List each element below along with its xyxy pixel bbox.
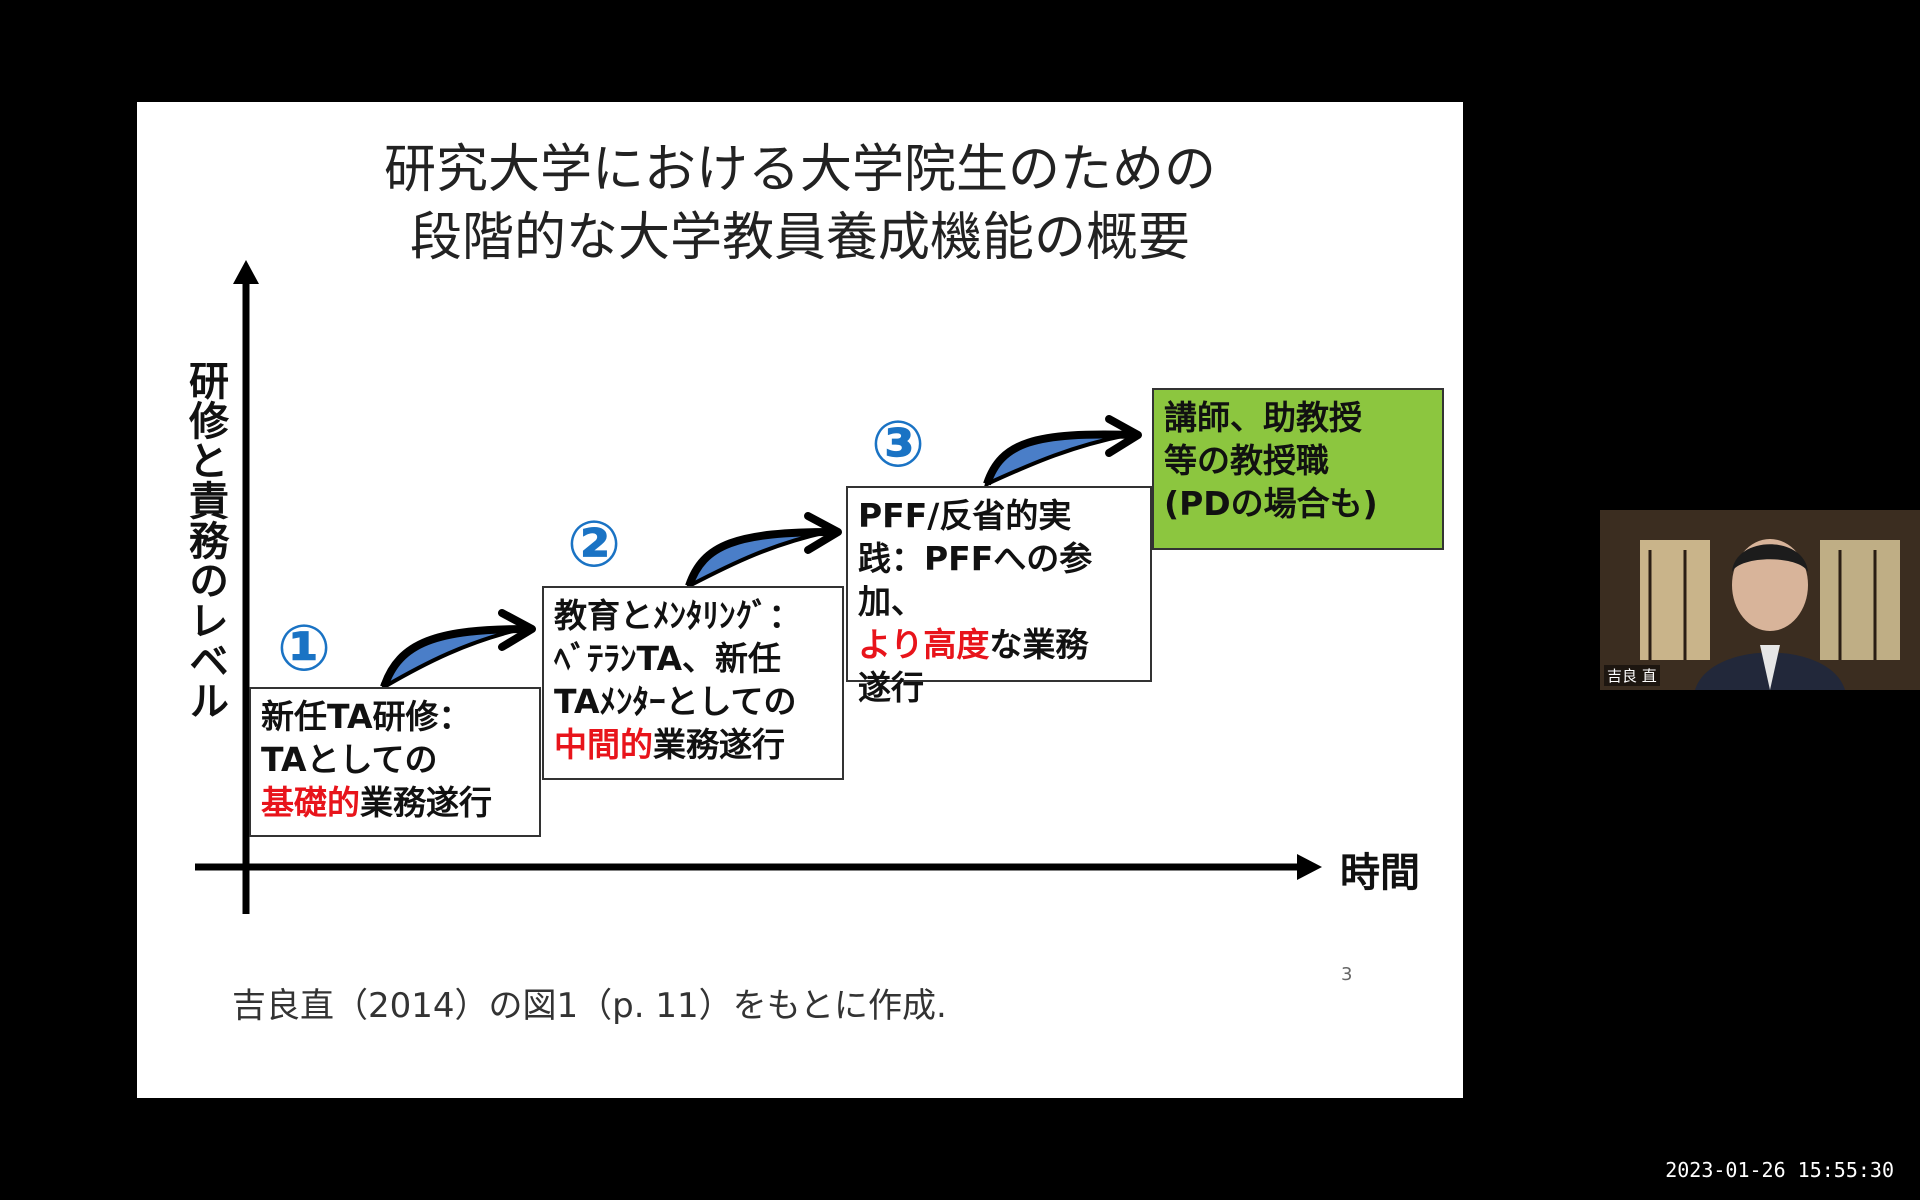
step-box-1: 新任TA研修： TAとしての 基礎的業務遂行 <box>249 687 541 837</box>
step1-rest: 業務遂行 <box>360 783 492 822</box>
goal-line2: 等の教授職 <box>1164 441 1329 480</box>
step-number-1: ① <box>277 612 332 686</box>
slide-title-line2: 段階的な大学教員養成機能の概要 <box>409 208 1190 268</box>
step3-highlight: より高度 <box>858 625 990 664</box>
step3-line2: 践：PFFへの参加、 <box>858 539 1093 621</box>
step-box-3: PFF/反省的実 践：PFFへの参加、 より高度な業務 遂行 <box>846 486 1152 707</box>
step3-line4: 遂行 <box>858 668 924 707</box>
participant-name: 吉良 直 <box>1604 665 1660 686</box>
y-axis-arrowhead <box>233 260 259 284</box>
step2-line3: TAﾒﾝﾀｰとしての <box>554 682 797 721</box>
step2-line1: 教育とﾒﾝﾀﾘﾝｸﾞ： <box>554 596 802 635</box>
step-arrow-1 <box>380 609 536 692</box>
step3-line3: より高度な業務 <box>858 623 1140 666</box>
step1-line3: 基礎的業務遂行 <box>261 781 529 824</box>
step-box-2: 教育とﾒﾝﾀﾘﾝｸﾞ： ﾍﾞﾃﾗﾝTA、新任 TAﾒﾝﾀｰとしての 中間的業務遂… <box>542 586 844 780</box>
citation-footer: 吉良直（2014）の図1（p. 11）をもとに作成. <box>232 986 947 1026</box>
recording-timestamp: 2023-01-26 15:55:30 <box>1665 1158 1894 1182</box>
step3-rest: な業務 <box>989 625 1089 664</box>
participant-video-image <box>1600 510 1920 690</box>
goal-line1: 講師、助教授 <box>1164 398 1362 437</box>
page-number: 3 <box>1341 964 1353 985</box>
slide-title-line1: 研究大学における大学院生のための <box>383 140 1216 200</box>
step2-highlight: 中間的 <box>554 725 653 764</box>
step2-line4: 中間的業務遂行 <box>554 723 832 766</box>
step3-line1: PFF/反省的実 <box>858 496 1072 535</box>
goal-line3: (PDの場合も) <box>1164 484 1378 523</box>
presentation-slide: 研究大学における大学院生のための 段階的な大学教員養成機能の概要 研修と責務のレ… <box>137 102 1463 1098</box>
step1-line1: 新任TA研修： <box>261 697 472 736</box>
step-number-3: ③ <box>871 408 926 482</box>
goal-box: 講師、助教授 等の教授職 (PDの場合も) <box>1152 388 1444 550</box>
step-number-2: ② <box>567 508 622 582</box>
step1-highlight: 基礎的 <box>261 783 360 822</box>
participant-video-tile[interactable]: 吉良 直 <box>1600 510 1920 690</box>
x-axis-label: 時間 <box>1340 850 1420 896</box>
x-axis-arrowhead <box>1297 854 1322 880</box>
diagram-canvas <box>195 260 1322 914</box>
step2-line2: ﾍﾞﾃﾗﾝTA、新任 <box>554 639 781 678</box>
step2-rest: 業務遂行 <box>653 725 785 764</box>
y-axis-label: 研修と責務のレベル <box>182 360 228 720</box>
step-arrow-3 <box>983 415 1142 488</box>
step1-line2: TAとしての <box>261 740 438 779</box>
step-arrow-2 <box>685 512 842 591</box>
